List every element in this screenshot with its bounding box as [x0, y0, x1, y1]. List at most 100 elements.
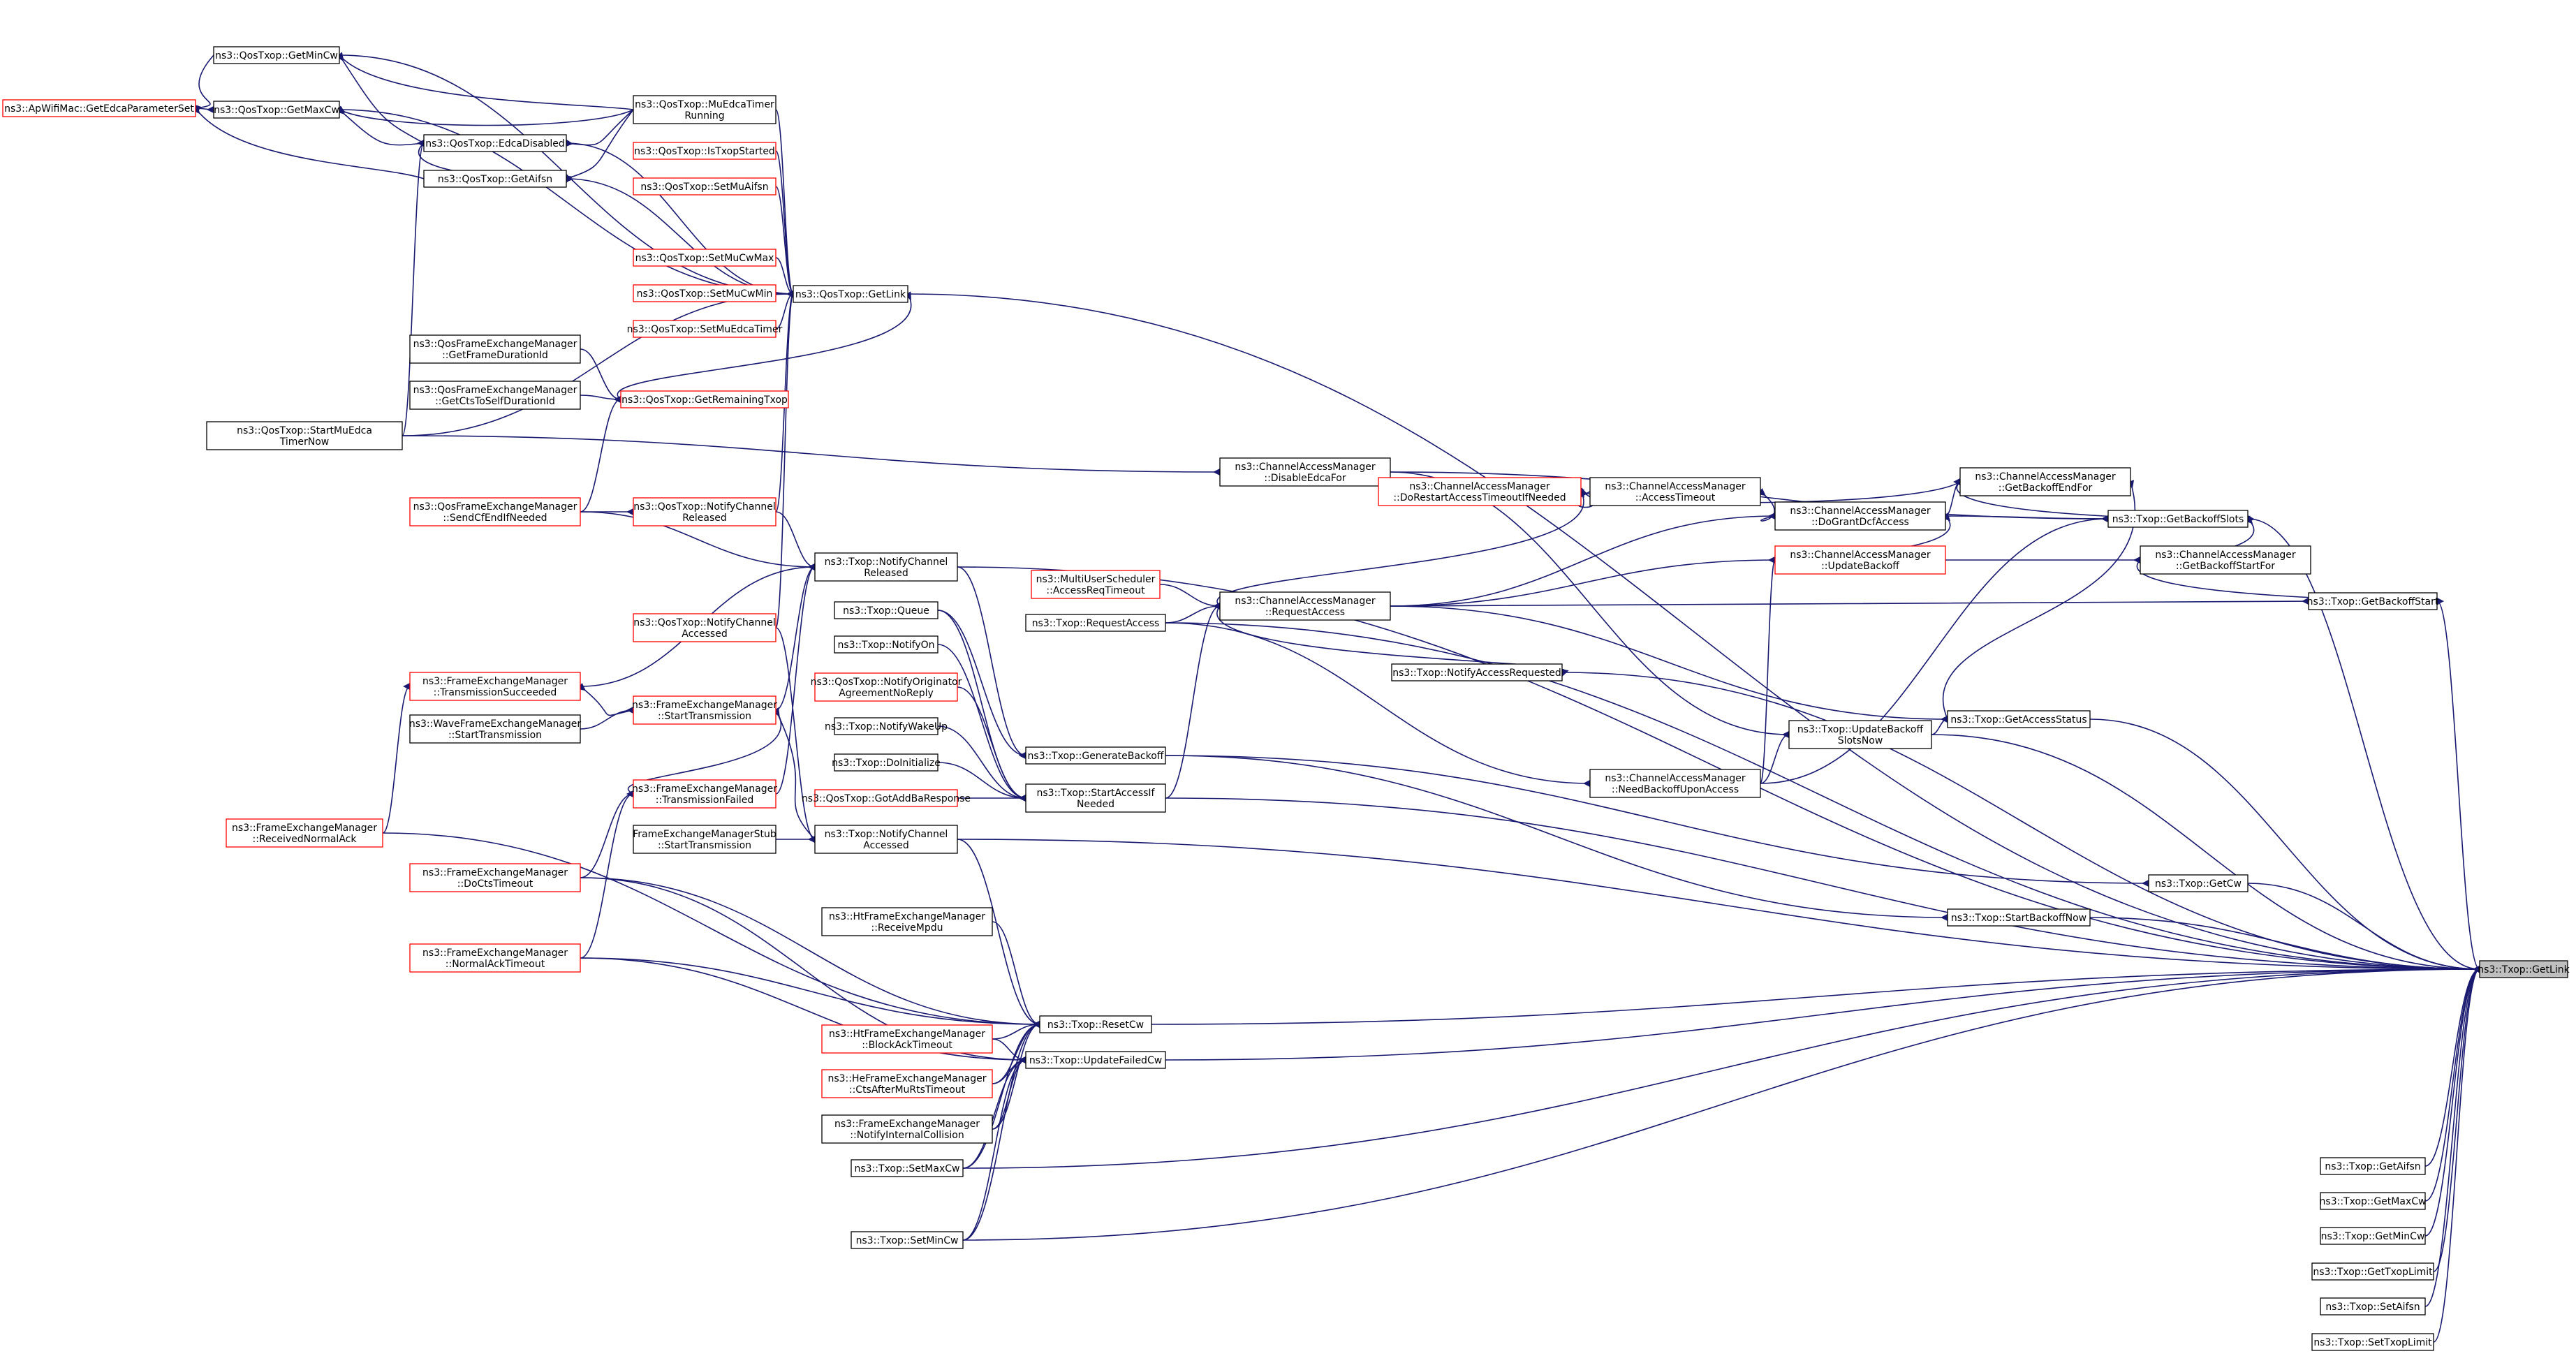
node-label: ns3::FrameExchangeManager: [632, 700, 777, 711]
node-cam_getbackoffstartfor[interactable]: ns3::ChannelAccessManager::GetBackoffSta…: [2140, 545, 2311, 575]
node-txop_notifyon[interactable]: ns3::Txop::NotifyOn: [834, 635, 939, 654]
node-fem_notifyinternalcollision[interactable]: ns3::FrameExchangeManager::NotifyInterna…: [821, 1114, 993, 1144]
edge-txop_setmaxcw-to-getlink_txop: [962, 965, 2481, 1169]
node-fem_transmissionsucceeded[interactable]: ns3::FrameExchangeManager::TransmissionS…: [409, 672, 581, 701]
node-box: [1025, 746, 1166, 765]
edge-txop_startbackoffifnow-to-getlink_txop: [2089, 917, 2481, 973]
node-label: ns3::Txop::StartAccessIf: [1037, 788, 1156, 799]
node-qos_getmincw[interactable]: ns3::QosTxop::GetMinCw: [213, 46, 340, 64]
node-txop_getmincw[interactable]: ns3::Txop::GetMinCw: [2320, 1227, 2426, 1245]
node-txop_requestaccess[interactable]: ns3::Txop::RequestAccess: [1025, 614, 1166, 632]
node-hefem_ctsaftermurts[interactable]: ns3::HeFrameExchangeManager::CtsAfterMuR…: [821, 1069, 993, 1098]
node-txop_getmaxcw[interactable]: ns3::Txop::GetMaxCw: [2320, 1192, 2427, 1210]
node-label: ::GetCtsToSelfDurationId: [435, 396, 555, 407]
node-txop_resetcw[interactable]: ns3::Txop::ResetCw: [1039, 1015, 1152, 1033]
node-fem_starttransmission[interactable]: ns3::FrameExchangeManager::StartTransmis…: [632, 695, 777, 725]
edge-txop_getaccessstatus-to-getlink_txop: [2089, 718, 2481, 973]
node-qos_setmucwmax[interactable]: ns3::QosTxop::SetMuCwMax: [633, 249, 777, 267]
node-txop_setmincw[interactable]: ns3::Txop::SetMinCw: [851, 1231, 964, 1249]
edge-fem_doctstimeout-to-txop_resetcw: [580, 877, 1041, 1029]
edge-qos_startmuedca-to-qos_getlink: [402, 290, 795, 436]
node-label: ns3::FrameExchangeManager: [422, 867, 568, 878]
node-qos_setmuaifsn[interactable]: ns3::QosTxop::SetMuAifsn: [633, 177, 777, 196]
node-txop_setmaxcw[interactable]: ns3::Txop::SetMaxCw: [851, 1159, 964, 1177]
node-label: ns3::QosTxop::MuEdcaTimer: [635, 99, 774, 110]
node-label: ::NeedBackoffUponAccess: [1612, 784, 1739, 795]
node-txop_generatebackoff[interactable]: ns3::Txop::GenerateBackoff: [1025, 746, 1166, 765]
node-fem_normalacktimeout[interactable]: ns3::FrameExchangeManager::NormalAckTime…: [409, 943, 581, 973]
node-qos_setmucwmin[interactable]: ns3::QosTxop::SetMuCwMin: [633, 284, 777, 302]
node-txop_getbackoffslots[interactable]: ns3::Txop::GetBackoffSlots: [2107, 510, 2249, 528]
node-txop_settxoplimit[interactable]: ns3::Txop::SetTxopLimit: [2311, 1333, 2434, 1351]
node-getlink_txop[interactable]: ns3::Txop::GetLink: [2478, 960, 2570, 978]
node-label: ::BlockAckTimeout: [862, 1040, 952, 1051]
node-cam_dograntdcfaccess[interactable]: ns3::ChannelAccessManager::DoGrantDcfAcc…: [1774, 501, 1946, 531]
edge-txop_notifychannelreleased-to-getlink_txop: [957, 566, 2481, 973]
node-qos_edcadisabled[interactable]: ns3::QosTxop::EdcaDisabled: [423, 134, 567, 152]
node-cam_disableedcafor[interactable]: ns3::ChannelAccessManager::DisableEdcaFo…: [1219, 457, 1391, 487]
node-qos_notifyoriginator[interactable]: ns3::QosTxop::NotifyOriginatorAgreementN…: [811, 672, 962, 702]
node-fem_receivednormalack[interactable]: ns3::FrameExchangeManager::ReceivedNorma…: [226, 818, 383, 848]
node-label: ::GetFrameDurationId: [442, 350, 548, 361]
edge-qos_edcadisabled-to-qos_getmincw: [335, 52, 425, 144]
node-txop_notifyaccessrequested[interactable]: ns3::Txop::NotifyAccessRequested: [1391, 663, 1563, 681]
node-fem_doctstimeout[interactable]: ns3::FrameExchangeManager::DoCtsTimeout: [409, 863, 581, 892]
node-femstub_starttransmission[interactable]: FrameExchangeManagerStub::StartTransmiss…: [633, 825, 777, 854]
node-qfem_sendcfendifneeded[interactable]: ns3::QosFrameExchangeManager::SendCfEndI…: [409, 497, 581, 526]
node-qos_getlink[interactable]: ns3::QosTxop::GetLink: [793, 285, 908, 303]
node-qfem_getframeduration[interactable]: ns3::QosFrameExchangeManager::GetFrameDu…: [409, 334, 581, 364]
node-label: ns3::Txop::GetTxopLimit: [2313, 1267, 2433, 1278]
node-box: [633, 177, 777, 196]
node-txop_getcw[interactable]: ns3::Txop::GetCw: [2148, 874, 2249, 892]
node-txop_getaifsn[interactable]: ns3::Txop::GetAifsn: [2320, 1157, 2426, 1175]
node-qos_istxopstarted[interactable]: ns3::QosTxop::IsTxopStarted: [633, 142, 777, 160]
node-wfem_starttransmission[interactable]: ns3::WaveFrameExchangeManager::StartTran…: [409, 714, 582, 744]
edge-wfem_starttransmission-to-fem_starttransmission: [580, 706, 635, 730]
node-label: ns3::Txop::NotifyChannel: [825, 829, 948, 840]
edge-fem_starttransmission-to-fem_transmissionsucceeded: [577, 682, 634, 716]
node-qos_getaifsn[interactable]: ns3::QosTxop::GetAifsn: [423, 170, 567, 188]
node-label: ns3::QosTxop::SetMuEdcaTimer: [627, 324, 783, 335]
node-txop_doinitialize[interactable]: ns3::Txop::DoInitialize: [832, 753, 941, 772]
node-txop_getbackoffstart[interactable]: ns3::Txop::GetBackoffStart: [2307, 592, 2439, 610]
node-label: ns3::HtFrameExchangeManager: [829, 911, 985, 922]
edge-cam_needbackoffuponaccess-to-cam_updatebackoff: [1760, 556, 1776, 784]
node-fem_transmissionfailed[interactable]: ns3::FrameExchangeManager::TransmissionF…: [632, 779, 777, 809]
node-cam_updatebackoff[interactable]: ns3::ChannelAccessManager::UpdateBackoff: [1774, 545, 1946, 575]
node-box: [834, 601, 939, 619]
node-htfem_receivempdu[interactable]: ns3::HtFrameExchangeManager::ReceiveMpdu: [821, 907, 993, 936]
node-txop_updatefailedcw[interactable]: ns3::Txop::UpdateFailedCw: [1025, 1051, 1166, 1069]
node-qfem_getctstoself[interactable]: ns3::QosFrameExchangeManager::GetCtsToSe…: [409, 381, 581, 410]
node-box: [620, 390, 789, 408]
node-qos_gotaddbaresponse[interactable]: ns3::QosTxop::GotAddBaResponse: [802, 789, 971, 807]
node-qos_getmaxcw[interactable]: ns3::QosTxop::GetMaxCw: [213, 101, 340, 119]
node-txop_notifywakeup[interactable]: ns3::Txop::NotifyWakeUp: [825, 717, 948, 735]
node-cam_needbackoffuponaccess[interactable]: ns3::ChannelAccessManager::NeedBackoffUp…: [1589, 769, 1761, 798]
node-cam_accesstimeout[interactable]: ns3::ChannelAccessManager::AccessTimeout: [1589, 477, 1761, 506]
node-qos_setmuedcatimer[interactable]: ns3::QosTxop::SetMuEdcaTimer: [627, 320, 783, 338]
node-cam_requestaccess[interactable]: ns3::ChannelAccessManager::RequestAccess: [1219, 591, 1391, 621]
node-cam_dorestart[interactable]: ns3::ChannelAccessManager::DoRestartAcce…: [1378, 477, 1582, 506]
node-mus_accessreqtimeout[interactable]: ns3::MultiUserScheduler::AccessReqTimeou…: [1031, 570, 1161, 599]
node-box: [1039, 1015, 1152, 1033]
node-label: ns3::FrameExchangeManager: [422, 676, 568, 687]
node-txop_queue[interactable]: ns3::Txop::Queue: [834, 601, 939, 619]
node-txop_getaccessstatus[interactable]: ns3::Txop::GetAccessStatus: [1947, 710, 2091, 728]
node-box: [633, 613, 777, 642]
node-htfem_blockacktimeout[interactable]: ns3::HtFrameExchangeManager::BlockAckTim…: [821, 1024, 993, 1054]
node-qos_getremainingtxop[interactable]: ns3::QosTxop::GetRemainingTxop: [620, 390, 789, 408]
node-apwifimac[interactable]: ns3::ApWifiMac::GetEdcaParameterSet: [2, 99, 196, 117]
node-cam_getbackoffendfor[interactable]: ns3::ChannelAccessManager::GetBackoffEnd…: [1959, 467, 2131, 496]
node-txop_setaifsn[interactable]: ns3::Txop::SetAifsn: [2320, 1297, 2426, 1316]
node-txop_gettxoplimit[interactable]: ns3::Txop::GetTxopLimit: [2311, 1262, 2434, 1281]
node-txop_startbackoffifnow[interactable]: ns3::Txop::StartBackoffNow: [1947, 908, 2091, 927]
